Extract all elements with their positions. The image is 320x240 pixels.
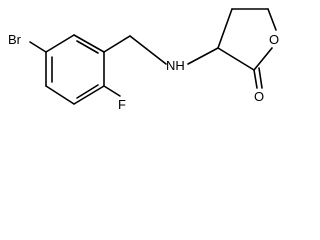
bond-ch2-nh [129, 35, 167, 65]
bond-carbonyl-b [258, 67, 263, 89]
lactone-ring [217, 8, 277, 71]
atom-bromine: Br [8, 32, 22, 47]
atom-carbonyl-oxygen: O [254, 89, 264, 104]
bond-ring-1 [45, 34, 75, 53]
atom-ring-oxygen: O [269, 32, 279, 47]
bond-ring-inner-2 [76, 84, 99, 99]
bond-ring-inner-3 [76, 40, 99, 54]
bond-ring-6 [73, 34, 105, 53]
bond-ring-4 [73, 85, 105, 105]
bond-lactone-3 [267, 8, 277, 31]
bond-carbonyl-a [253, 69, 258, 89]
benzene-ring [45, 34, 105, 105]
bond-c-br [29, 41, 47, 53]
bond-lactone-5 [217, 47, 255, 71]
bond-ring-3 [45, 85, 75, 105]
atom-amine: NH [166, 58, 185, 73]
bond-nh-ring [187, 47, 219, 65]
atom-fluorine: F [118, 97, 126, 112]
bond-c-f [103, 85, 121, 97]
molecule-structure: Br F NH O O [8, 8, 279, 112]
bond-lactone-1 [217, 8, 233, 49]
bond-lactone-4 [253, 47, 273, 71]
bond-ring-ch2 [103, 35, 131, 53]
